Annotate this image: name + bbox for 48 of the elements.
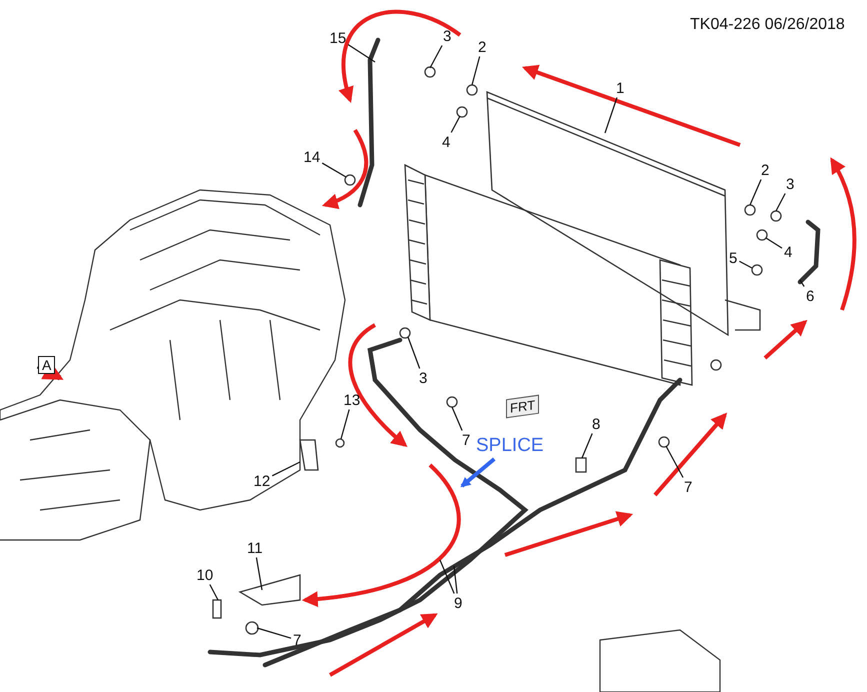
callout-number: 14 <box>302 148 322 166</box>
callout-number: 8 <box>591 416 602 432</box>
leader-line <box>800 280 805 287</box>
leader-line <box>451 406 463 431</box>
callout-number: 3 <box>442 28 452 44</box>
leader-line <box>209 584 219 600</box>
callout-number: 2 <box>760 162 770 178</box>
callout-number: 4 <box>441 134 452 150</box>
callout-number: 12 <box>252 472 272 490</box>
leader-line <box>749 179 762 206</box>
leader-line <box>348 44 376 62</box>
front-label: FRT <box>506 394 540 418</box>
callout-label: SPLICE <box>475 434 545 458</box>
callout-number: 9 <box>453 594 464 612</box>
callout-number: 10 <box>196 566 214 584</box>
callout-number: 6 <box>805 288 816 304</box>
catalog-number: TK04-226 06/26/2018 <box>690 16 845 34</box>
callout-number: 7 <box>461 432 472 448</box>
leader-line <box>665 446 684 478</box>
leader-line <box>256 627 292 639</box>
callout-number: 3 <box>418 370 428 386</box>
callout-number: 3 <box>785 176 796 192</box>
callout-number: 13 <box>342 392 362 408</box>
leader-line <box>272 461 300 476</box>
leader-line <box>604 97 618 134</box>
callout-number: 2 <box>477 38 488 56</box>
callout-number: 4 <box>783 244 794 260</box>
leader-line <box>340 409 350 440</box>
callout-number: 7 <box>292 632 302 648</box>
pointer-arrow <box>460 457 496 488</box>
leader-line <box>429 45 443 68</box>
leader-line <box>766 238 782 249</box>
leader-line <box>439 560 455 594</box>
view-label: A <box>38 356 56 374</box>
leader-line <box>739 260 752 269</box>
leader-line <box>407 336 420 369</box>
leader-line <box>453 566 458 594</box>
callout-number: 15 <box>328 30 348 46</box>
leader-line <box>256 557 263 590</box>
leader-line <box>450 116 461 133</box>
callout-number: 1 <box>615 80 626 96</box>
callout-number: 7 <box>683 478 694 496</box>
callout-number: 5 <box>728 250 738 266</box>
leader-line <box>471 56 480 86</box>
leader-line <box>322 162 346 178</box>
leader-line <box>581 433 593 458</box>
leader-line <box>775 193 786 212</box>
callout-number: 11 <box>246 540 264 556</box>
